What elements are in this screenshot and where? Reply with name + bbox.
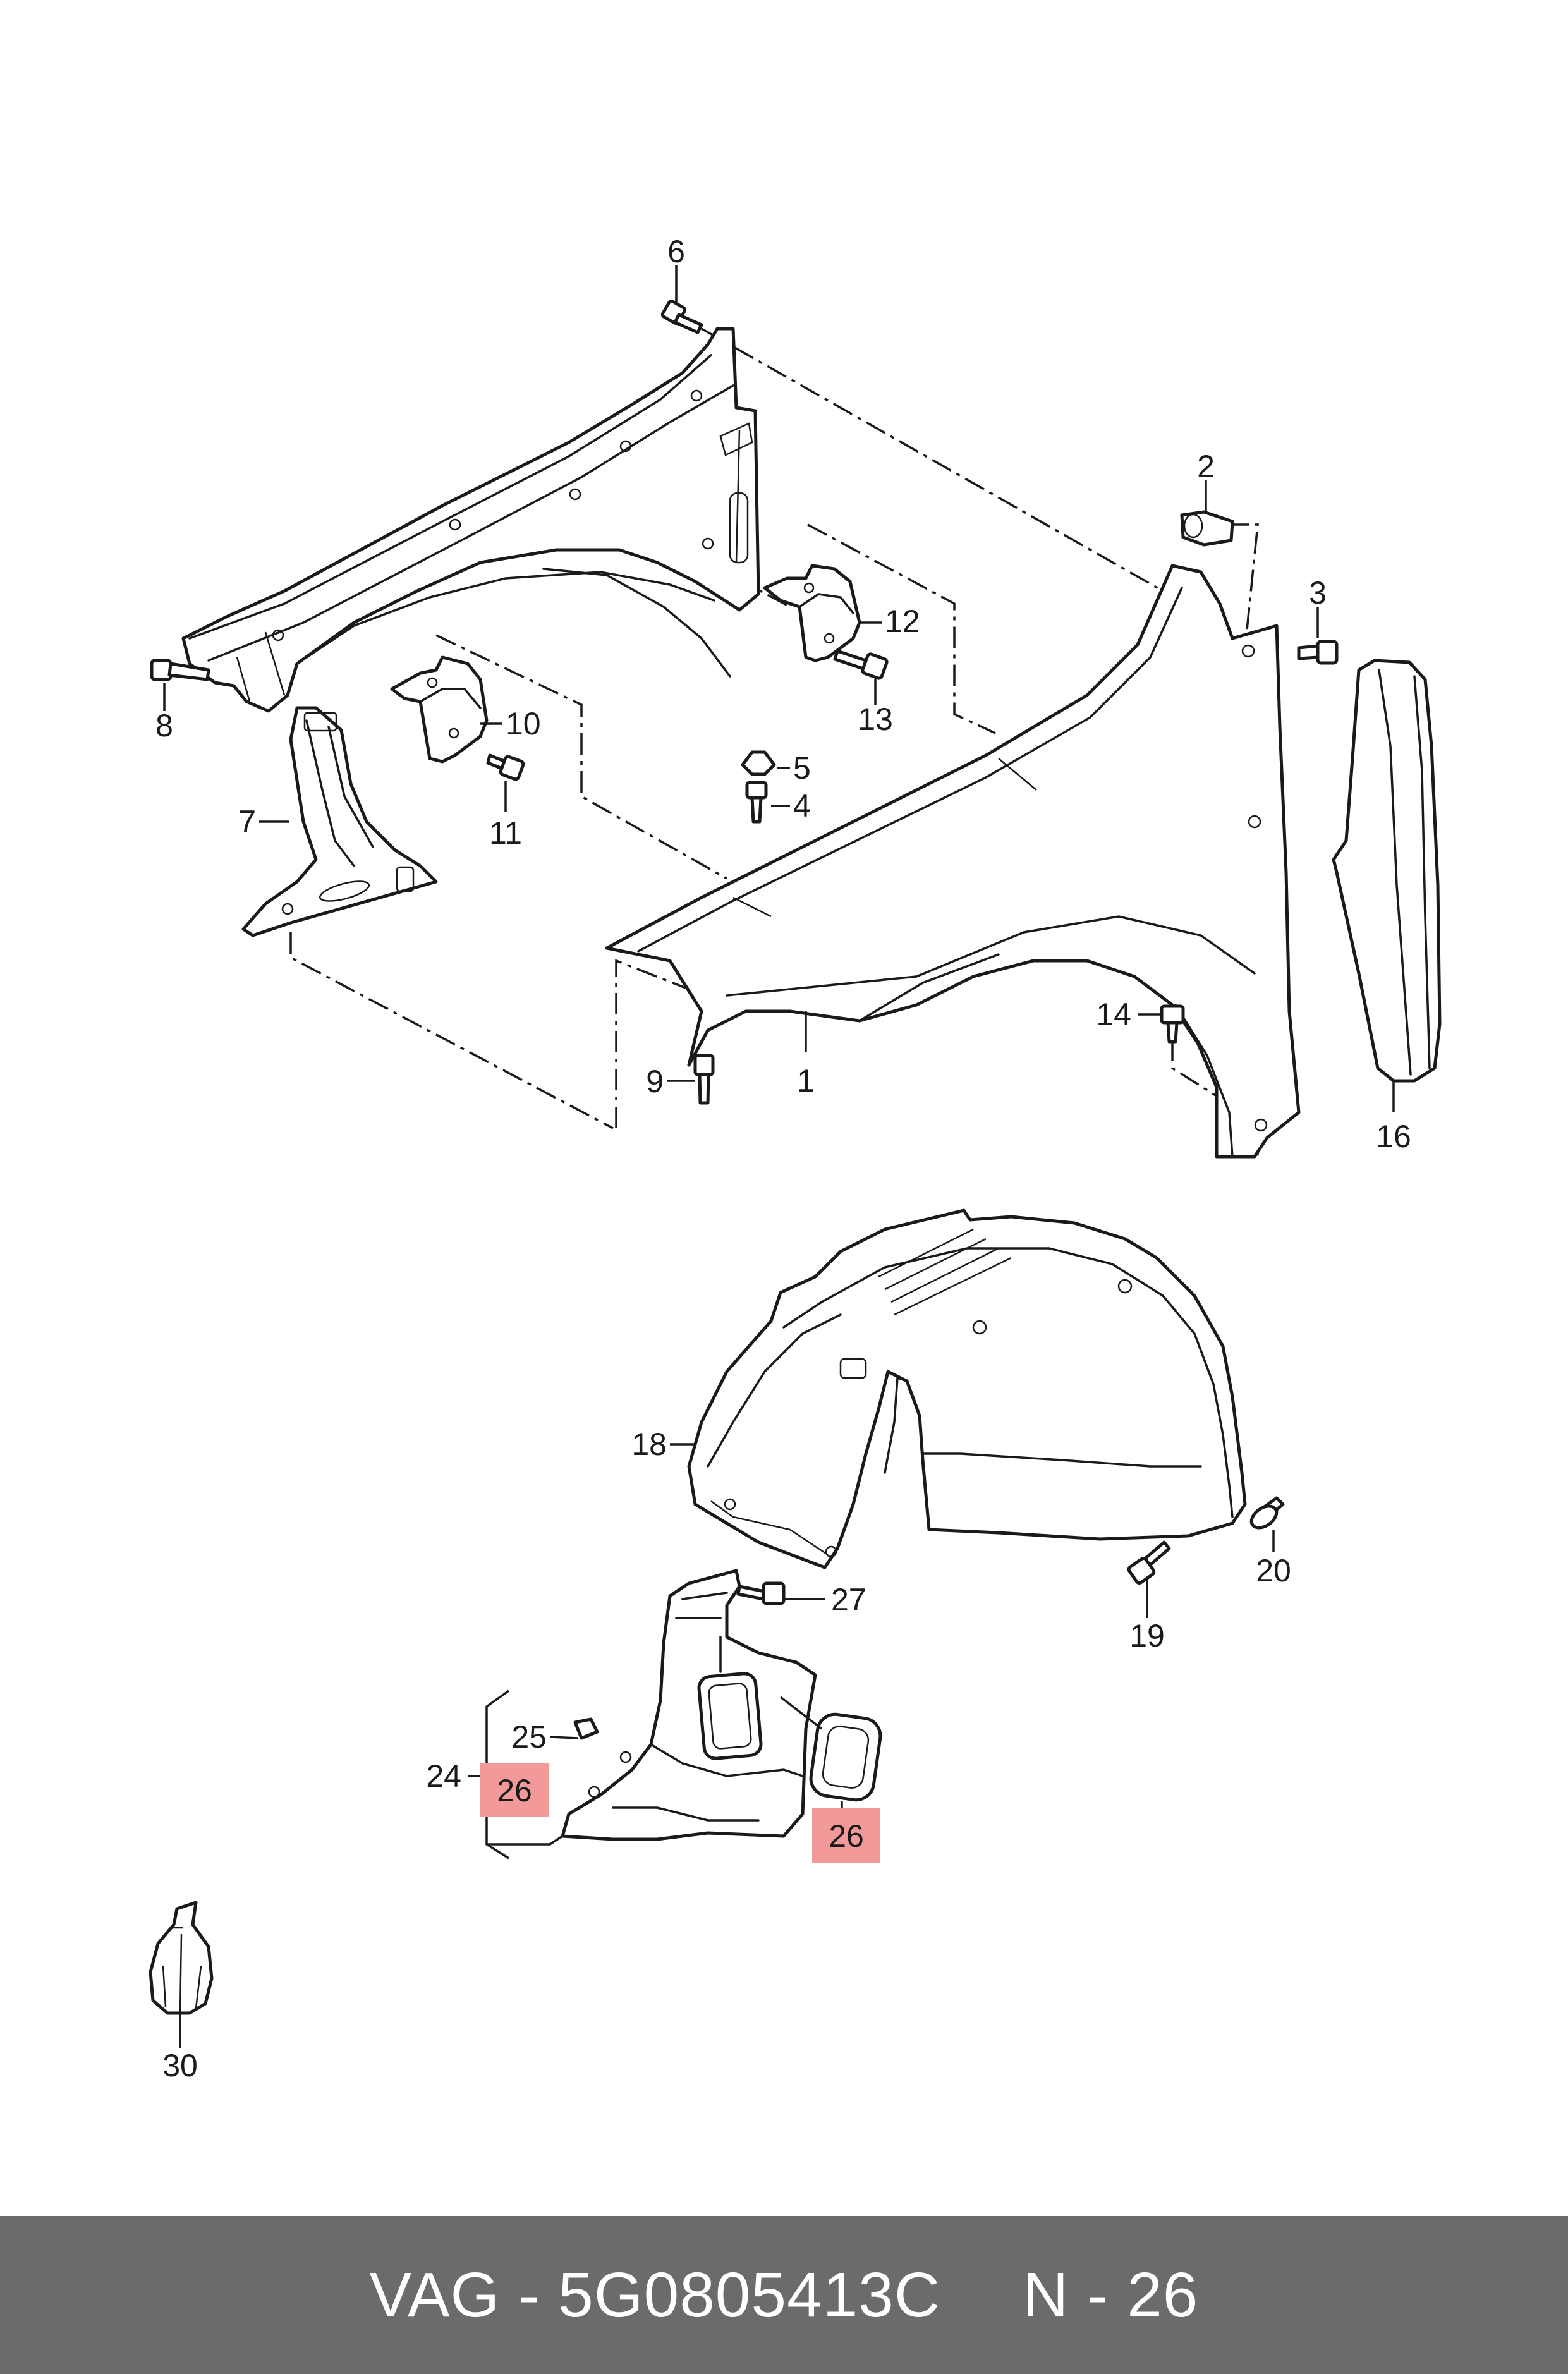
- lower-liner: [561, 1569, 817, 1841]
- mounting-bracket-10: [390, 655, 489, 764]
- callout-6: 6: [667, 234, 685, 269]
- footer-bar: VAG - 5G0805413C N - 26: [0, 2216, 1568, 2374]
- callout-13: 13: [858, 702, 893, 737]
- callout-5: 5: [793, 750, 811, 786]
- callout-30: 30: [162, 2048, 198, 2083]
- callout-26-right: 26: [829, 1818, 864, 1854]
- highlight-26-right: [812, 1808, 880, 1863]
- container-30: [149, 1901, 214, 2015]
- callout-12: 12: [885, 604, 920, 639]
- clip-25: [573, 1717, 599, 1740]
- screw-11: [486, 753, 525, 781]
- callout-26-left: 26: [497, 1773, 532, 1808]
- screw-4: [745, 781, 768, 824]
- bolt-9: [693, 1054, 715, 1105]
- callout-20: 20: [1256, 1553, 1291, 1588]
- callout-1: 1: [797, 1063, 815, 1099]
- callout-25: 25: [511, 1719, 547, 1755]
- screw-19: [1127, 1540, 1171, 1585]
- callout-4: 4: [793, 788, 811, 824]
- callout-18: 18: [631, 1427, 667, 1462]
- callout-14: 14: [1096, 997, 1131, 1032]
- trim-panel: [1332, 659, 1442, 1083]
- nut-5: [741, 750, 776, 776]
- callout-8: 8: [155, 708, 173, 743]
- callout-3: 3: [1309, 575, 1327, 611]
- callout-2: 2: [1197, 449, 1215, 484]
- callout-16: 16: [1376, 1119, 1411, 1154]
- screw-13: [833, 649, 889, 680]
- fender: [605, 564, 1301, 1159]
- front-apron-frame: [181, 327, 760, 713]
- nut-2: [1180, 510, 1234, 547]
- screw-3: [1297, 640, 1339, 665]
- screw-6: [660, 299, 703, 334]
- mounting-bracket-12: [763, 564, 861, 662]
- clip-20: [1249, 1496, 1285, 1530]
- part-number-label: VAG - 5G0805413C: [369, 2259, 941, 2330]
- support-bracket: [241, 706, 438, 937]
- callout-10: 10: [506, 706, 541, 741]
- callout-24: 24: [426, 1758, 461, 1794]
- access-cover: [809, 1712, 882, 1802]
- callout-7: 7: [238, 804, 256, 839]
- screw-27: [736, 1581, 786, 1605]
- position-label: N - 26: [1023, 2259, 1199, 2330]
- fasteners: [149, 299, 1339, 2015]
- screw-14: [1160, 1004, 1185, 1044]
- callout-9: 9: [646, 1064, 664, 1099]
- callout-numbers: 6 2 3 12 13 10 11 8 7 5 4 9 1 14 16 18 2…: [155, 234, 1411, 2083]
- wheel-arch-liner: [687, 1208, 1247, 1569]
- callout-19: 19: [1129, 1618, 1165, 1653]
- highlight-26-left: [480, 1763, 549, 1817]
- callout-11: 11: [489, 815, 522, 851]
- highlight-boxes: [480, 1763, 880, 1863]
- callout-27: 27: [831, 1582, 866, 1617]
- bolt-8: [150, 659, 210, 681]
- exploded-parts-diagram: 6 2 3 12 13 10 11 8 7 5 4 9 1 14 16 18 2…: [149, 234, 1442, 2083]
